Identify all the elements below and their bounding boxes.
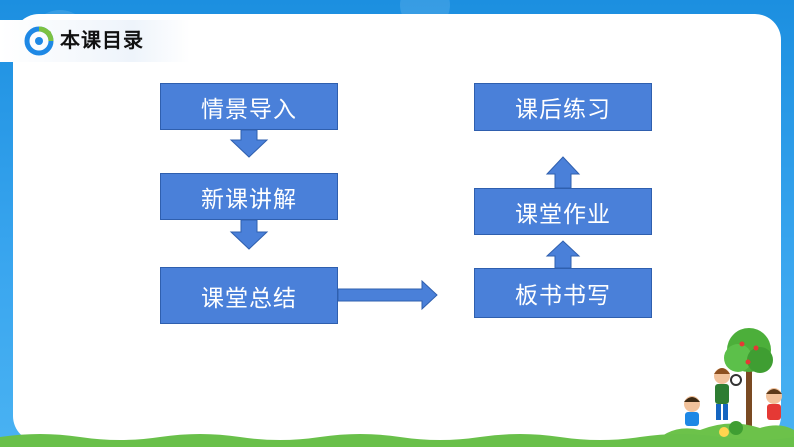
arrow-up-1	[545, 156, 581, 189]
header-bar	[0, 20, 190, 62]
flow-box-homework: 课堂作业	[474, 188, 652, 235]
arrow-up-2	[545, 240, 581, 269]
flow-box-board: 板书书写	[474, 268, 652, 318]
arrow-down-1	[229, 129, 269, 158]
page-title: 本课目录	[60, 28, 144, 52]
arrow-right	[337, 279, 438, 311]
children-tree-illustration-icon	[650, 328, 794, 447]
arrow-down-2	[229, 219, 269, 250]
grass-strip-icon	[0, 434, 794, 447]
flow-box-practice: 课后练习	[474, 83, 652, 131]
content-card	[13, 14, 781, 442]
circle-logo-icon	[24, 26, 54, 56]
